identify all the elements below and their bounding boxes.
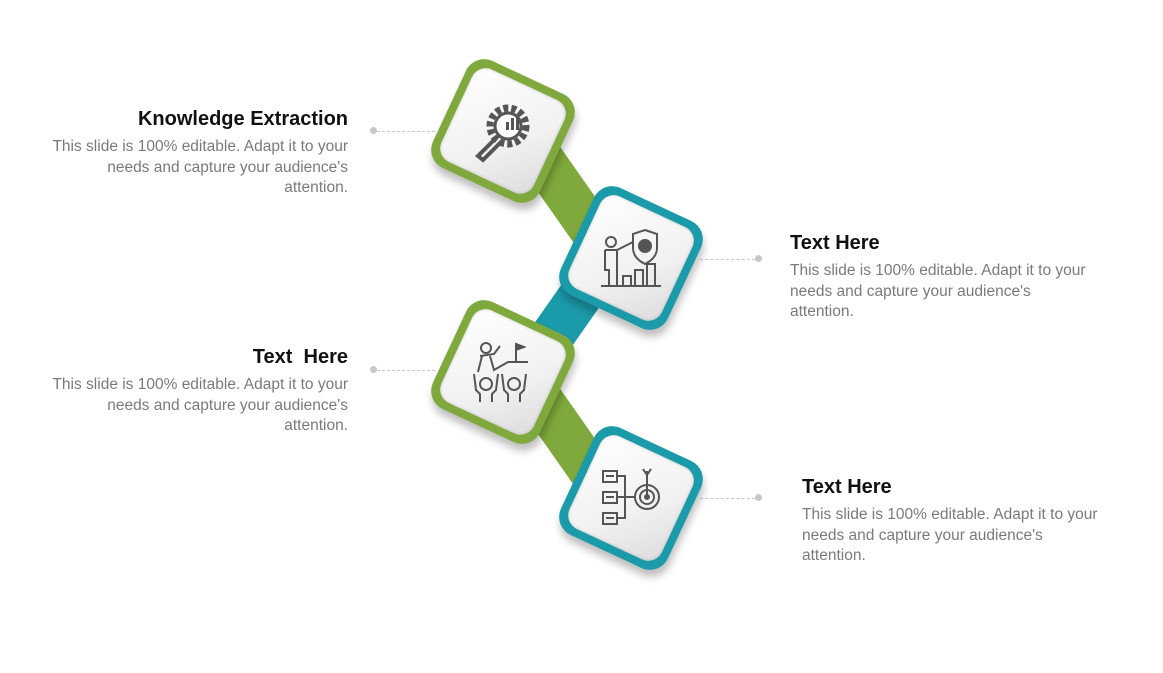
step-4-text: Text Here This slide is 100% editable. A… [802, 476, 1102, 567]
step-3-title: Text Here [252, 346, 348, 368]
leader-line [700, 498, 755, 499]
step-1-title: Knowledge Extraction [137, 108, 348, 130]
step-2-title: Text Here [790, 232, 880, 254]
hierarchy-target-icon [602, 468, 660, 525]
team-goal-flag-icon [473, 342, 528, 402]
presenter-shield-gear-icon [601, 228, 661, 287]
step-1-text: Knowledge Extraction This slide is 100% … [48, 108, 348, 199]
wrench-gear-chart-icon [475, 104, 530, 163]
leader-line [377, 131, 435, 132]
step-4-title: Text Here [802, 476, 892, 498]
step-3-body: This slide is 100% editable. Adapt it to… [52, 376, 348, 434]
step-2-text: Text Here This slide is 100% editable. A… [790, 232, 1090, 323]
step-1-body: This slide is 100% editable. Adapt it to… [52, 138, 348, 196]
leader-dot [755, 494, 762, 501]
leader-dot [370, 366, 377, 373]
leader-dot [755, 255, 762, 262]
leader-line [700, 259, 755, 260]
leader-dot [370, 127, 377, 134]
leader-line [377, 370, 435, 371]
step-2-body: This slide is 100% editable. Adapt it to… [790, 262, 1086, 320]
step-4-body: This slide is 100% editable. Adapt it to… [802, 506, 1098, 564]
step-3-text: Text Here This slide is 100% editable. A… [48, 346, 348, 437]
